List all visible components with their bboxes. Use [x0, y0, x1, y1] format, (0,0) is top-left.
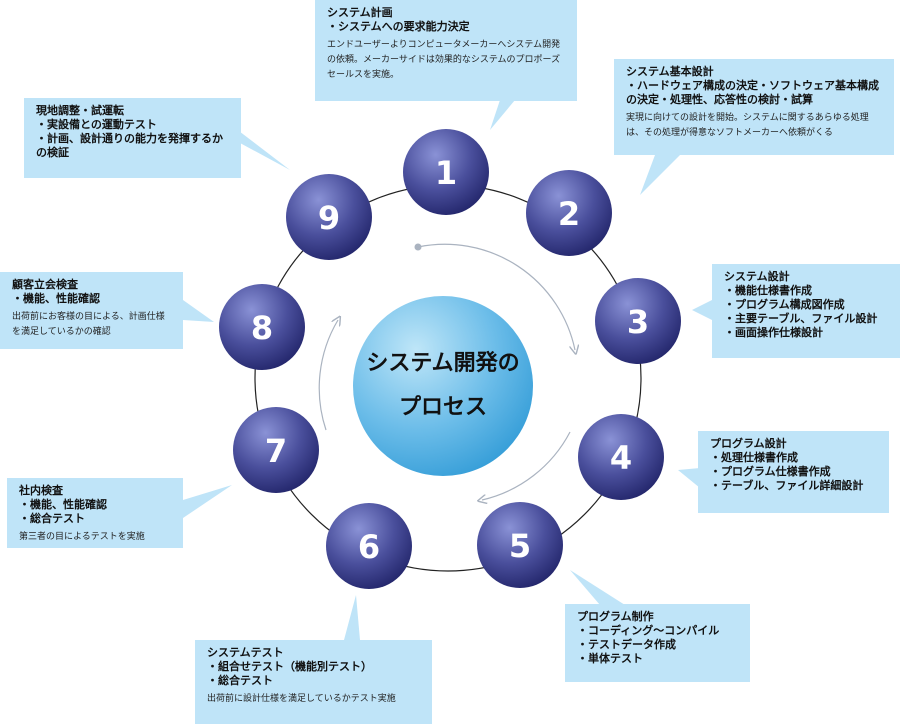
callout-title: プログラム設計 — [710, 437, 787, 450]
callout-item: テストデータ作成 — [577, 638, 740, 652]
node-circle — [403, 129, 489, 215]
node-circle — [219, 284, 305, 370]
callout-step-4: プログラム設計 処理仕様書作成 プログラム仕様書作成 テーブル、ファイル詳細設計 — [698, 431, 889, 513]
callout-step-7: 社内検査 機能、性能確認 総合テスト 第三者の目によるテストを実施 — [7, 478, 183, 548]
callout-item: 機能、性能確認 — [19, 498, 173, 512]
callout-items: 処理仕様書作成 プログラム仕様書作成 テーブル、ファイル詳細設計 — [710, 451, 879, 493]
callout-title: システムテスト — [207, 646, 284, 659]
callout-step-1: システム計画 システムへの要求能力決定 エンドユーザーよりコンピュータメーカーへ… — [315, 0, 577, 101]
pointer-2 — [640, 155, 680, 195]
callout-description: 第三者の目によるテストを実施 — [19, 532, 145, 542]
callout-pointers — [183, 100, 712, 640]
center-circle — [353, 296, 533, 476]
callout-items: 機能仕様書作成 プログラム構成図作成 主要テーブル、ファイル設計 画面操作仕様設… — [724, 284, 890, 340]
step-node-4[interactable]: 4 — [578, 414, 664, 500]
node-number: 6 — [358, 528, 380, 566]
node-number: 4 — [610, 439, 632, 477]
pointer-9 — [235, 128, 290, 170]
node-circle — [286, 174, 372, 260]
callout-step-9: 現地調整・試運転 実設備との運動テスト 計画、設計通りの能力を発揮するかの検証 — [24, 98, 241, 178]
callout-item: 実設備との運動テスト — [36, 118, 231, 132]
callout-title: プログラム制作 — [577, 610, 654, 623]
flow-arrow-right — [417, 243, 575, 350]
callout-item: 総合テスト — [19, 512, 173, 526]
pointer-8 — [183, 300, 214, 322]
callout-item: システムへの要求能力決定 — [327, 20, 567, 34]
callout-title: システム計画 — [327, 6, 393, 19]
callout-item: 単体テスト — [577, 652, 740, 666]
pointer-5 — [570, 570, 625, 605]
flow-arrows — [318, 243, 575, 501]
pointer-4 — [678, 468, 700, 488]
step-node-2[interactable]: 2 — [526, 170, 612, 256]
callout-item: 機能、性能確認 — [12, 292, 173, 306]
callout-description: エンドユーザーよりコンピュータメーカーへシステム開発の依頼。メーカーサイドは効果… — [327, 40, 561, 80]
callout-step-3: システム設計 機能仕様書作成 プログラム構成図作成 主要テーブル、ファイル設計 … — [712, 264, 900, 358]
callout-items: 実設備との運動テスト 計画、設計通りの能力を発揮するかの検証 — [36, 118, 231, 160]
callout-description: 実現に向けての設計を開始。システムに関するあらゆる処理は、その処理が得意なソフト… — [626, 113, 869, 138]
callout-title: システム設計 — [724, 270, 790, 283]
node-number: 9 — [318, 199, 340, 237]
step-node-1[interactable]: 1 — [403, 129, 489, 215]
node-number: 5 — [509, 527, 531, 565]
callout-items: コーディング～コンパイル テストデータ作成 単体テスト — [577, 624, 740, 666]
node-circle — [326, 503, 412, 589]
center-title-line2: プロセス — [399, 395, 487, 420]
node-circle — [477, 502, 563, 588]
callout-description: 出荷前に設計仕様を満足しているかテスト実施 — [207, 694, 396, 704]
callout-title: 社内検査 — [19, 484, 63, 497]
callout-item: 処理仕様書作成 — [710, 451, 879, 465]
step-node-8[interactable]: 8 — [219, 284, 305, 370]
callout-item: プログラム構成図作成 — [724, 298, 890, 312]
callout-items: システムへの要求能力決定 — [327, 20, 567, 34]
callout-item: プログラム仕様書作成 — [710, 465, 879, 479]
pointer-1 — [490, 100, 515, 130]
flow-arrow-left — [318, 320, 338, 431]
callout-item: テーブル、ファイル詳細設計 — [710, 479, 879, 493]
callout-title: 顧客立会検査 — [12, 278, 78, 291]
callout-item: ハードウェア構成の決定・ソフトウェア基本構成の決定・処理性、応答性の検討・試算 — [626, 79, 884, 107]
center-title-line1: システム開発の — [366, 351, 519, 376]
node-circle — [578, 414, 664, 500]
step-node-9[interactable]: 9 — [286, 174, 372, 260]
flow-arrow-bottom — [482, 431, 571, 500]
callout-item: コーディング～コンパイル — [577, 624, 740, 638]
pointer-7 — [183, 485, 232, 518]
callout-items: 組合せテスト（機能別テスト） 総合テスト — [207, 660, 422, 688]
step-node-5[interactable]: 5 — [477, 502, 563, 588]
callout-item: 計画、設計通りの能力を発揮するかの検証 — [36, 132, 231, 160]
node-number: 1 — [435, 154, 457, 192]
callout-step-5: プログラム制作 コーディング～コンパイル テストデータ作成 単体テスト — [565, 604, 750, 682]
callout-title: システム基本設計 — [626, 65, 714, 78]
node-number: 8 — [251, 309, 273, 347]
callout-title: 現地調整・試運転 — [36, 104, 124, 117]
callout-items: 機能、性能確認 — [12, 292, 173, 306]
callout-description: 出荷前にお客様の目による、計画仕様を満足しているかの確認 — [12, 312, 165, 337]
callout-item: 機能仕様書作成 — [724, 284, 890, 298]
callout-step-6: システムテスト 組合せテスト（機能別テスト） 総合テスト 出荷前に設計仕様を満足… — [195, 640, 432, 724]
callout-step-2: システム基本設計 ハードウェア構成の決定・ソフトウェア基本構成の決定・処理性、応… — [614, 59, 894, 155]
node-number: 3 — [627, 303, 649, 341]
node-circle — [595, 278, 681, 364]
step-node-7[interactable]: 7 — [233, 407, 319, 493]
callout-item: 総合テスト — [207, 674, 422, 688]
node-number: 2 — [558, 195, 580, 233]
pointer-6 — [344, 595, 360, 640]
callout-item: 組合せテスト（機能別テスト） — [207, 660, 422, 674]
callout-items: 機能、性能確認 総合テスト — [19, 498, 173, 526]
step-node-3[interactable]: 3 — [595, 278, 681, 364]
node-number: 7 — [265, 432, 287, 470]
node-circle — [233, 407, 319, 493]
pointer-3 — [692, 300, 712, 320]
step-node-6[interactable]: 6 — [326, 503, 412, 589]
callout-item: 主要テーブル、ファイル設計 — [724, 312, 890, 326]
callout-item: 画面操作仕様設計 — [724, 326, 890, 340]
callout-step-8: 顧客立会検査 機能、性能確認 出荷前にお客様の目による、計画仕様を満足しているか… — [0, 272, 183, 349]
callout-items: ハードウェア構成の決定・ソフトウェア基本構成の決定・処理性、応答性の検討・試算 — [626, 79, 884, 107]
node-circle — [526, 170, 612, 256]
